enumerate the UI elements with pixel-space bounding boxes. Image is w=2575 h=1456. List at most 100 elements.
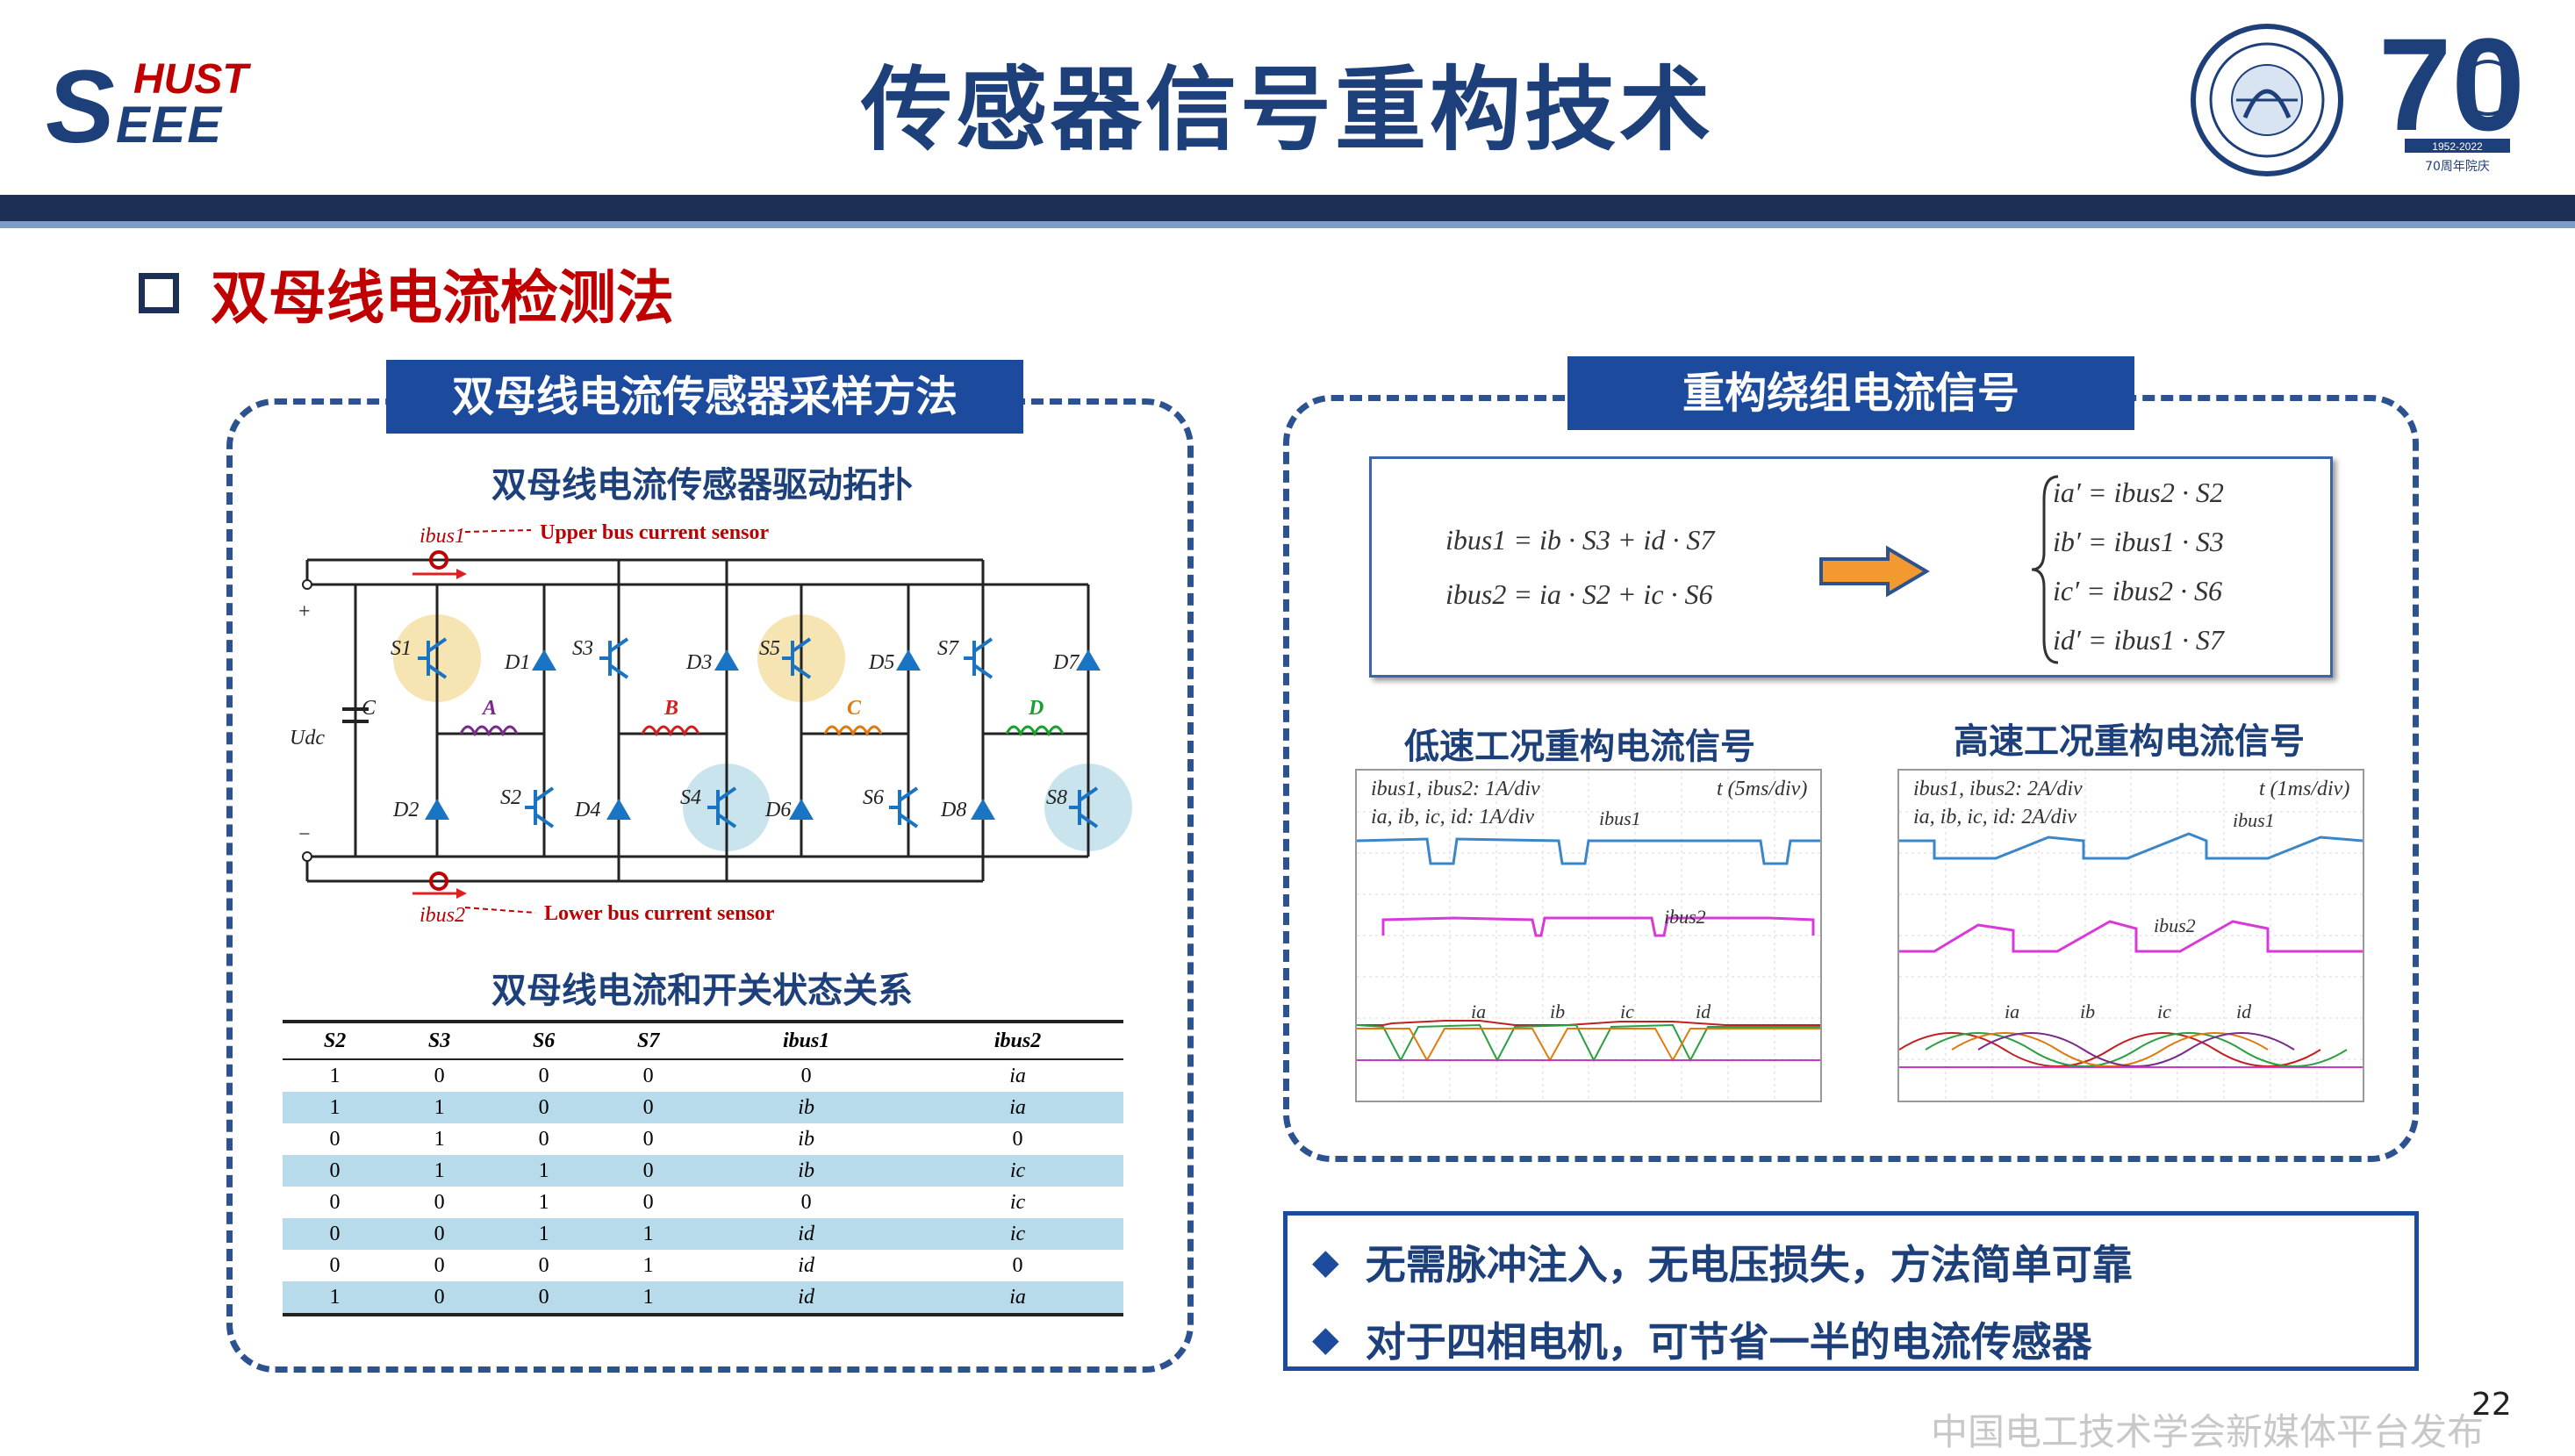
hust-seee-logo: S HUST EEE [35,47,298,165]
s8-label: S8 [1046,786,1067,809]
table-title: 双母线电流和开关状态关系 [491,971,913,1011]
cell: 1 [491,1218,597,1250]
cell: 0 [800,1064,812,1087]
left-brace-icon [2031,475,2059,664]
phase-equation-d: id′ = ibus1 · S7 [2053,624,2224,656]
cell: 1 [434,1127,445,1151]
low-scope-id: id [1696,1001,1711,1022]
cell: 0 [434,1253,445,1277]
cell: 1 [283,1092,388,1123]
d4-label: D4 [574,799,600,821]
header-bar [0,195,2575,221]
phase-equation-b: ib′ = ibus1 · S3 [2053,526,2224,557]
cell: 0 [642,1190,654,1214]
d2-label: D2 [392,799,419,821]
high-scope-ibus2: ibus2 [2154,914,2196,936]
d3-label: D3 [685,651,712,674]
cell: ib [700,1155,913,1187]
high-scope-ib: ib [2080,1001,2096,1022]
high-speed-title: 高速工况重构电流信号 [1954,721,2305,762]
logo-hust-text: HUST [133,56,251,103]
low-speed-title: 低速工况重构电流信号 [1404,727,1755,767]
low-scope-scale-2: ia, ib, ic, id: 1A/div [1371,806,1534,828]
high-scope-ia: ia [2005,1001,2020,1022]
minus-label: − [298,823,311,846]
cell: id [700,1218,913,1250]
cell: 0 [329,1253,341,1277]
cell: 1 [596,1218,701,1250]
phase-equation-c: ic′ = ibus2 · S6 [2053,575,2223,606]
cell: 1 [596,1281,701,1316]
col-s6: S6 [491,1020,597,1060]
d8-label: D8 [940,799,966,821]
cell: 1 [538,1190,549,1214]
reconstruction-formula-box: ibus1 = ib · S3 + id · S7 ibus2 = ia · S… [1369,456,2333,678]
cell: ia [912,1092,1123,1123]
cell: 0 [596,1155,701,1187]
cell: 0 [329,1190,341,1214]
badge-years: 1952-2022 [2432,140,2483,153]
anniversary-badge: 70 1952-2022 70周年院庆 [2370,11,2545,191]
col-s7: S7 [596,1020,701,1060]
school-seal-icon [2184,21,2350,179]
low-scope-ic: ic [1620,1001,1634,1022]
cell: 0 [387,1281,492,1316]
bus-equation-1: ibus1 = ib · S3 + id · S7 [1445,524,1715,556]
high-scope-time: t (1ms/div) [2259,778,2350,800]
cell: 0 [538,1253,549,1277]
cell: ib [798,1127,814,1151]
s6-label: S6 [863,786,884,809]
cell: 0 [596,1092,701,1123]
cell: 0 [1012,1253,1023,1277]
conclusion-box: ◆ 无需脉冲注入，无电压损失，方法简单可靠 ◆ 对于四相电机，可节省一半的电流传… [1283,1211,2419,1371]
topology-title: 双母线电流传感器驱动拓扑 [491,465,913,506]
plus-label: + [298,600,311,623]
s4-label: S4 [680,786,701,809]
d1-label: D1 [504,651,530,674]
cell: ia [1009,1064,1026,1087]
cell: 0 [538,1127,549,1151]
bullet-item-1: ◆ 无需脉冲注入，无电压损失，方法简单可靠 [1312,1233,2133,1291]
low-scope-time: t (5ms/div) [1717,778,1808,800]
s3-label: S3 [572,637,593,660]
svg-text:S: S [46,49,115,153]
bullet-text-1: 无需脉冲注入，无电压损失，方法简单可靠 [1365,1241,2133,1288]
phase-d-label: D [1028,697,1044,720]
low-scope-scale-1: ibus1, ibus2: 1A/div [1371,778,1540,800]
badge-seventy: 70 [2378,16,2525,158]
watermark: 中国电工技术学会新媒体平台发布 [1931,1410,2485,1453]
cell: ic [912,1218,1123,1250]
upper-sensor-label: Upper bus current sensor [540,521,769,544]
high-scope-scale-2: ia, ib, ic, id: 2A/div [1913,806,2076,828]
page-title: 传感器信号重构技术 [860,56,1714,163]
cell: 1 [642,1253,654,1277]
svg-text:EEE: EEE [116,97,223,153]
low-scope-ibus2: ibus2 [1664,906,1706,928]
cell: 0 [538,1064,549,1087]
cell: ic [912,1155,1123,1187]
s5-label: S5 [759,637,780,660]
cell: 0 [491,1092,597,1123]
cell: 1 [387,1155,492,1187]
cell: 0 [434,1064,445,1087]
high-scope-id: id [2236,1001,2252,1022]
d7-label: D7 [1052,651,1079,674]
s7-label: S7 [937,637,959,660]
col-s2: S2 [283,1020,388,1060]
d6-label: D6 [764,799,791,821]
square-bullet-icon [139,273,179,313]
phase-equation-a: ia′ = ibus2 · S2 [2053,477,2224,508]
bullet-item-2: ◆ 对于四相电机，可节省一半的电流传感器 [1312,1310,2092,1368]
cell: 0 [642,1064,654,1087]
cell: 0 [491,1281,597,1316]
cell: id [700,1281,913,1316]
section-heading: 双母线电流检测法 [139,251,674,335]
bullet-text-2: 对于四相电机，可节省一半的电流传感器 [1365,1318,2092,1366]
